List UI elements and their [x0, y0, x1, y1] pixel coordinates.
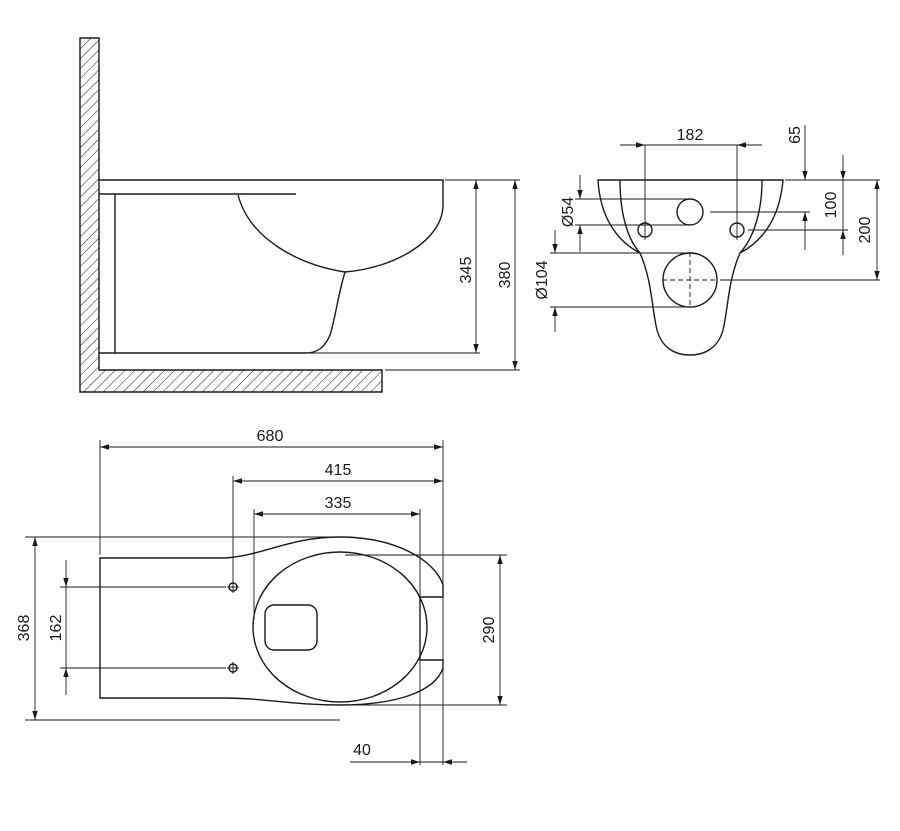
top-view: 680 415 335 368 162 290 40 [16, 428, 507, 765]
wall-hatch [79, 37, 383, 393]
dim-290-label: 290 [481, 617, 498, 644]
dim-335-label: 335 [325, 495, 352, 512]
dim-345-label: 345 [458, 257, 475, 284]
fixing-hole-bottom [227, 662, 239, 674]
inner-edge-right [739, 179, 763, 254]
seat-inner [264, 604, 318, 651]
front-view: 182 65 100 200 Ø54 Ø104 [534, 125, 880, 356]
toilet-front-outline [597, 179, 784, 356]
seat-ellipse [252, 551, 428, 703]
dim-d54-label: Ø54 [560, 197, 577, 227]
side-view: 345 380 [79, 37, 520, 393]
dim-415-label: 415 [325, 462, 352, 479]
dim-380-label: 380 [497, 262, 514, 289]
dim-200-label: 200 [857, 217, 874, 244]
dim-680-label: 680 [257, 428, 284, 445]
inner-edge-left [619, 179, 641, 254]
hole-d54 [676, 198, 704, 226]
dim-65-label: 65 [787, 126, 804, 144]
dim-162-label: 162 [48, 615, 65, 642]
toilet-side-outline [99, 179, 444, 354]
dim-40-label: 40 [353, 742, 371, 759]
toilet-bowl-curve [237, 194, 346, 273]
dim-100-label: 100 [823, 192, 840, 219]
toilet-top-outline [99, 536, 444, 706]
dim-368-label: 368 [16, 615, 33, 642]
dim-182-label: 182 [677, 127, 704, 144]
dim-d104-label: Ø104 [534, 260, 551, 299]
